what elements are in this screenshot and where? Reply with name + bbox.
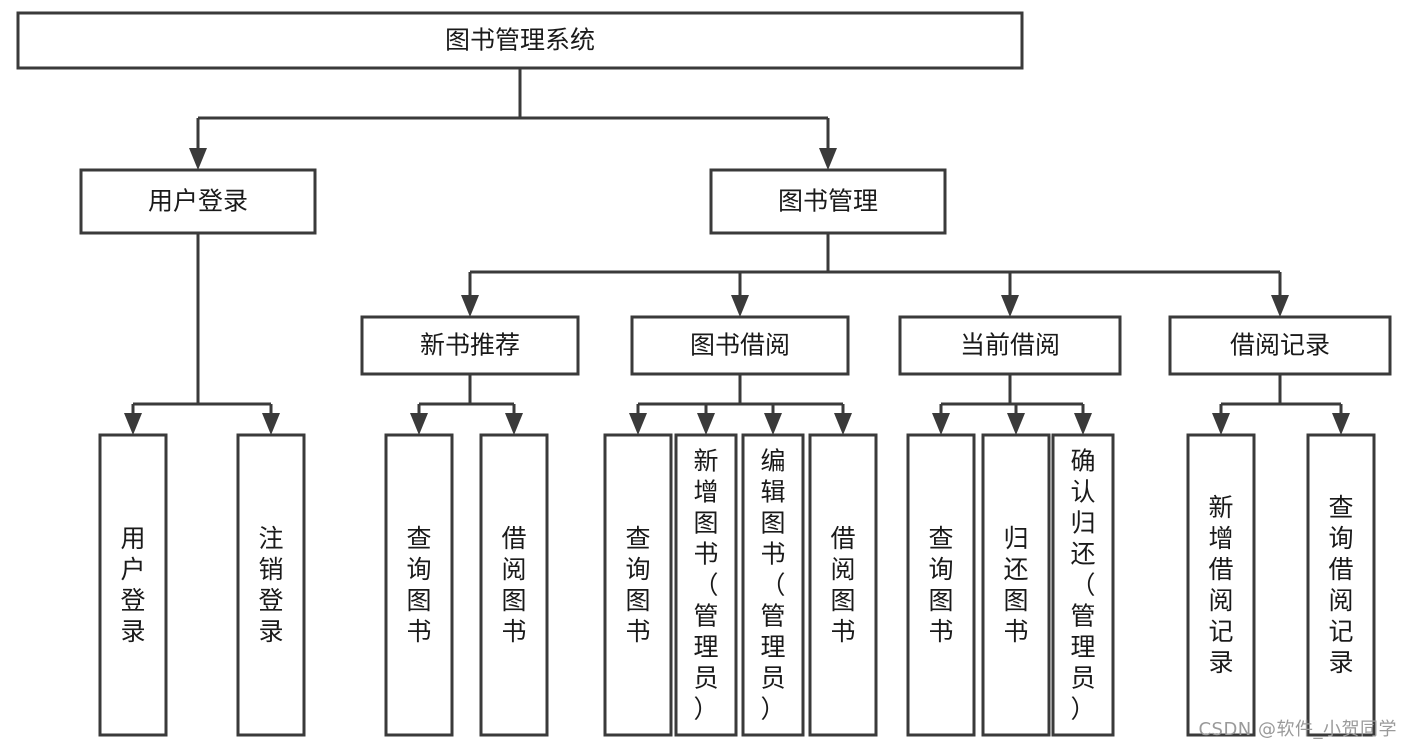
node-l-query-book-3[interactable]: 查询图书 <box>906 433 976 737</box>
node-l-logout[interactable]: 注销登录 <box>236 433 306 737</box>
node-label: 新增借阅记录 <box>1208 493 1233 677</box>
arrow-head-icon <box>1001 295 1019 317</box>
nodes-layer: 图书管理系统用户登录图书管理新书推荐图书借阅当前借阅借阅记录用户登录注销登录查询… <box>16 11 1392 737</box>
arrow-head-icon <box>1332 413 1350 435</box>
node-box <box>98 433 168 737</box>
node-l-query-book-1[interactable]: 查询图书 <box>384 433 454 737</box>
node-box <box>674 433 738 737</box>
node-l-edit-book[interactable]: 编辑图书（管理员） <box>741 433 805 737</box>
node-box <box>630 315 850 376</box>
node-box <box>709 168 947 235</box>
edges-layer <box>124 68 1350 435</box>
arrow-head-icon <box>505 413 523 435</box>
node-box <box>1186 433 1256 737</box>
arrow-head-icon <box>1212 413 1230 435</box>
node-label: 新增图书（管理员） <box>693 447 718 724</box>
arrow-head-icon <box>262 413 280 435</box>
node-box <box>479 433 549 737</box>
node-label: 确认归还（管理员） <box>1070 447 1095 724</box>
node-box <box>1051 433 1115 737</box>
node-box <box>384 433 454 737</box>
node-n-borrow[interactable]: 图书借阅 <box>630 315 850 376</box>
node-box <box>236 433 306 737</box>
node-l-confirm-return[interactable]: 确认归还（管理员） <box>1051 433 1115 737</box>
node-label: 查询图书 <box>625 524 650 646</box>
node-l-query-book-2[interactable]: 查询图书 <box>603 433 673 737</box>
node-label: 注销登录 <box>258 524 283 646</box>
node-l-query-record[interactable]: 查询借阅记录 <box>1306 433 1376 737</box>
arrow-head-icon <box>1074 413 1092 435</box>
node-n-record[interactable]: 借阅记录 <box>1168 315 1392 376</box>
arrow-head-icon <box>629 413 647 435</box>
node-label: 用户登录 <box>120 524 145 646</box>
node-l-add-record[interactable]: 新增借阅记录 <box>1186 433 1256 737</box>
arrow-head-icon <box>764 413 782 435</box>
node-label: 借阅图书 <box>830 524 855 646</box>
node-label: 查询借阅记录 <box>1328 493 1353 677</box>
node-n-new-rec[interactable]: 新书推荐 <box>360 315 580 376</box>
node-label: 借阅记录 <box>1230 331 1330 360</box>
node-box <box>79 168 317 235</box>
node-l-borrow-book-1[interactable]: 借阅图书 <box>479 433 549 737</box>
node-label: 用户登录 <box>148 187 248 216</box>
node-l-user-login[interactable]: 用户登录 <box>98 433 168 737</box>
node-box <box>906 433 976 737</box>
watermark-label: CSDN @软件_小贺同学 <box>1198 719 1397 740</box>
node-box <box>1306 433 1376 737</box>
arrow-head-icon <box>819 148 837 170</box>
arrow-head-icon <box>1007 413 1025 435</box>
node-label: 图书借阅 <box>690 331 790 360</box>
node-label: 新书推荐 <box>420 331 520 360</box>
node-label: 归还图书 <box>1003 524 1028 646</box>
node-l-borrow-book-2[interactable]: 借阅图书 <box>808 433 878 737</box>
node-label: 查询图书 <box>406 524 431 646</box>
node-l-return-book[interactable]: 归还图书 <box>981 433 1051 737</box>
arrow-head-icon <box>932 413 950 435</box>
node-box <box>360 315 580 376</box>
arrow-head-icon <box>834 413 852 435</box>
node-n-user-login[interactable]: 用户登录 <box>79 168 317 235</box>
arrow-head-icon <box>461 295 479 317</box>
node-root[interactable]: 图书管理系统 <box>16 11 1024 70</box>
node-label: 借阅图书 <box>501 524 526 646</box>
node-label: 图书管理系统 <box>445 26 595 55</box>
arrow-head-icon <box>410 413 428 435</box>
node-box <box>1168 315 1392 376</box>
node-l-add-book[interactable]: 新增图书（管理员） <box>674 433 738 737</box>
node-label: 编辑图书（管理员） <box>760 447 785 724</box>
node-box <box>603 433 673 737</box>
node-label: 图书管理 <box>778 187 878 216</box>
arrow-head-icon <box>1271 295 1289 317</box>
arrow-head-icon <box>124 413 142 435</box>
arrow-head-icon <box>697 413 715 435</box>
arrow-head-icon <box>731 295 749 317</box>
node-box <box>808 433 878 737</box>
node-box <box>898 315 1122 376</box>
node-box <box>16 11 1024 70</box>
node-label: 查询图书 <box>928 524 953 646</box>
node-n-current[interactable]: 当前借阅 <box>898 315 1122 376</box>
node-label: 当前借阅 <box>960 331 1060 360</box>
arrow-head-icon <box>189 148 207 170</box>
node-n-book-mgmt[interactable]: 图书管理 <box>709 168 947 235</box>
node-box <box>981 433 1051 737</box>
node-box <box>741 433 805 737</box>
